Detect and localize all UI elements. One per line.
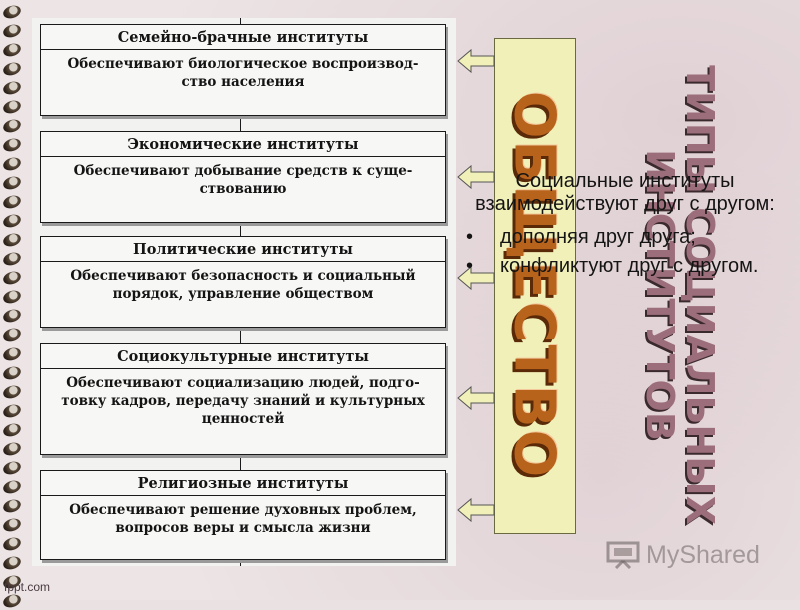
- binder-ring-icon: [1, 459, 23, 477]
- institution-block-sociocultural: Социокультурные институты Обеспечивают с…: [40, 343, 446, 455]
- spiral-binding: [0, 0, 26, 610]
- institution-description: Обеспечивают социализацию людей, подго- …: [61, 375, 425, 427]
- arrow-left-icon: [457, 164, 495, 190]
- binder-ring-icon: [1, 174, 23, 192]
- bullet-item: дополняя друг друга;: [466, 226, 784, 249]
- binder-ring-icon: [1, 535, 23, 553]
- binder-ring-icon: [1, 269, 23, 287]
- institution-description: Обеспечивают безопасность и социальный п…: [70, 268, 416, 302]
- binder-ring-icon: [1, 326, 23, 344]
- binder-ring-icon: [1, 402, 23, 420]
- binder-ring-icon: [1, 345, 23, 363]
- slide-heading: ТИПЫ СОЦИАЛЬНЫХ ИНСТИТУТОВ: [638, 65, 722, 525]
- institution-title: Семейно-брачные институты: [41, 25, 445, 50]
- binder-ring-icon: [1, 3, 23, 21]
- institution-title: Религиозные институты: [41, 471, 445, 496]
- binder-ring-icon: [1, 60, 23, 78]
- binder-ring-icon: [1, 22, 23, 40]
- binder-ring-icon: [1, 554, 23, 572]
- institution-block-economic: Экономические институты Обеспечивают доб…: [40, 131, 446, 223]
- institution-title: Экономические институты: [41, 132, 445, 157]
- binder-ring-icon: [1, 516, 23, 534]
- binder-ring-icon: [1, 478, 23, 496]
- society-bar: [494, 38, 576, 534]
- institution-title: Социокультурные институты: [41, 344, 445, 369]
- binder-ring-icon: [1, 193, 23, 211]
- intro-text: Социальные институты взаимодействуют дру…: [475, 170, 775, 215]
- institution-block-family: Семейно-брачные институты Обеспечивают б…: [40, 24, 446, 116]
- binder-ring-icon: [1, 250, 23, 268]
- binder-ring-icon: [1, 307, 23, 325]
- myshared-logo: MyShared: [606, 540, 776, 570]
- binder-ring-icon: [1, 288, 23, 306]
- institution-block-political: Политические институты Обеспечивают безо…: [40, 236, 446, 328]
- binder-ring-icon: [1, 212, 23, 230]
- institution-title: Политические институты: [41, 237, 445, 262]
- binder-ring-icon: [1, 421, 23, 439]
- bullet-item: конфликтуют друг с другом.: [466, 255, 784, 278]
- institution-description: Обеспечивают решение духовных проблем, в…: [69, 502, 417, 536]
- society-label: ОБЩЕСТВО: [501, 90, 567, 480]
- binder-ring-icon: [1, 592, 23, 610]
- logo-text: MyShared: [646, 540, 760, 569]
- binder-ring-icon: [1, 497, 23, 515]
- arrow-left-icon: [457, 497, 495, 523]
- arrow-left-icon: [457, 48, 495, 74]
- binder-ring-icon: [1, 98, 23, 116]
- institutions-scheme: Семейно-брачные институты Обеспечивают б…: [32, 18, 456, 566]
- binder-ring-icon: [1, 155, 23, 173]
- bullet-list: дополняя друг друга; конфликтуют друг с …: [466, 226, 784, 278]
- institution-description: Обеспечивают добывание средств к суще- с…: [73, 163, 413, 197]
- binder-ring-icon: [1, 117, 23, 135]
- binder-ring-icon: [1, 41, 23, 59]
- arrow-left-icon: [457, 385, 495, 411]
- binder-ring-icon: [1, 136, 23, 154]
- institution-description: Обеспечивают биологическое воспроизвод- …: [67, 56, 419, 90]
- slide-body-text: Социальные институты взаимодействуют дру…: [466, 170, 784, 284]
- binder-ring-icon: [1, 231, 23, 249]
- watermark: fppt.com: [4, 580, 51, 594]
- binder-ring-icon: [1, 79, 23, 97]
- institution-block-religious: Религиозные институты Обеспечивают решен…: [40, 470, 446, 560]
- binder-ring-icon: [1, 364, 23, 382]
- presentation-board-icon: [606, 541, 640, 569]
- binder-ring-icon: [1, 383, 23, 401]
- binder-ring-icon: [1, 440, 23, 458]
